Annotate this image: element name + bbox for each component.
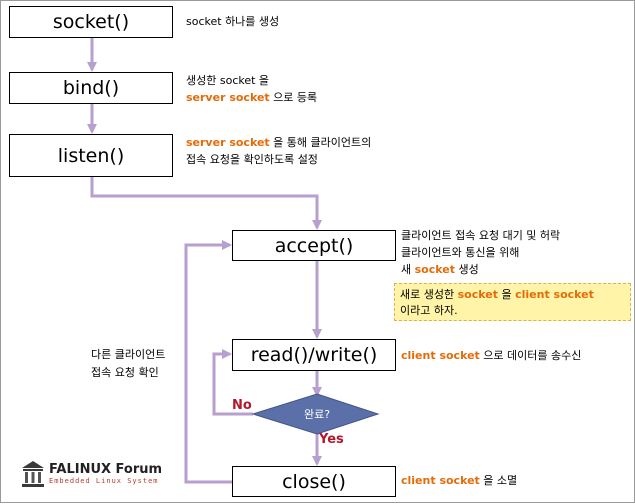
decision-diamond	[251, 393, 380, 435]
step-listen-label: listen()	[57, 144, 125, 167]
desc-accept: 클라이언트 접속 요청 대기 및 허락 클라이언트와 통신을 위해 새 sock…	[401, 229, 561, 276]
falinux-logo: FALINUX Forum Embedded Linux System	[21, 457, 162, 491]
arrow-close-to-accept-loop	[184, 240, 232, 484]
temple-icon	[22, 461, 44, 487]
step-readwrite-label: read()/write()	[250, 344, 378, 366]
client-socket-note: 새로 생성한 socket 을 client socket 이라고 하자.	[394, 283, 631, 321]
arrow-listen-to-accept	[90, 177, 322, 230]
desc-close: client socket 을 소멸	[401, 474, 518, 487]
arrow-decision-no-loop	[212, 349, 253, 416]
step-socket-label: socket()	[52, 11, 130, 33]
decision-label: 완료?	[304, 408, 330, 421]
step-socket: socket()	[9, 6, 173, 38]
logo-name: FALINUX Forum	[49, 462, 163, 477]
step-close-label: close()	[282, 470, 346, 493]
step-accept: accept()	[232, 230, 396, 261]
step-bind: bind()	[9, 72, 173, 104]
desc-socket: socket 하나를 생성	[186, 15, 280, 28]
step-close: close()	[232, 466, 396, 497]
decision-no-label: No	[232, 398, 252, 413]
step-accept-label: accept()	[274, 234, 354, 257]
step-readwrite: read()/write()	[232, 339, 396, 371]
desc-listen: server socket 을 통해 클라이언트의 접속 요청을 확인하도록 설…	[186, 136, 372, 166]
loop-side-note: 다른 클라이언트 접속 요청 확인	[91, 348, 166, 379]
decision-yes-label: Yes	[319, 432, 344, 447]
desc-bind: 생성한 socket 을 server socket 으로 등록	[186, 74, 318, 104]
logo-subtitle: Embedded Linux System	[49, 477, 159, 485]
step-listen: listen()	[9, 134, 173, 177]
desc-readwrite: client socket 으로 데이터를 송수신	[401, 349, 582, 362]
step-bind-label: bind()	[62, 77, 120, 99]
